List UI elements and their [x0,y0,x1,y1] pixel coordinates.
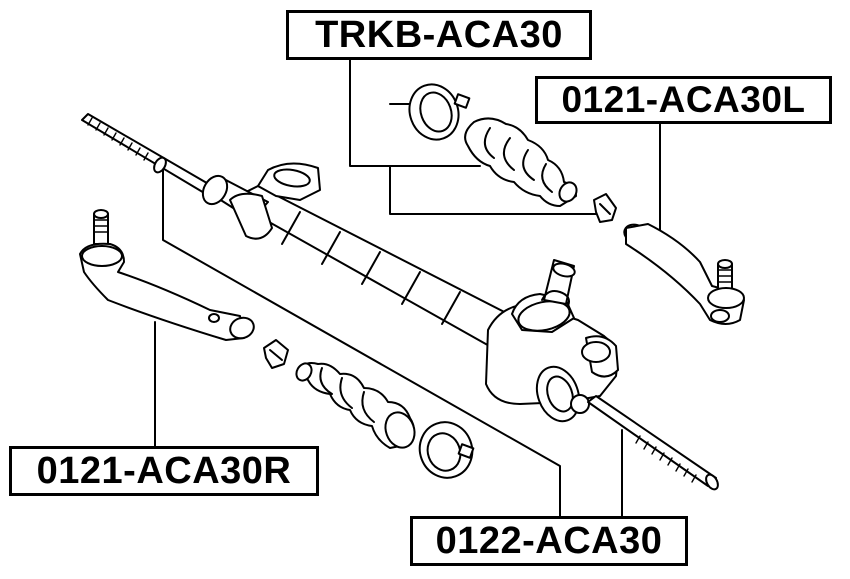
boot-clamp-lower [418,421,475,479]
leader-lines [154,57,661,517]
tie-rod-end-left [623,223,745,325]
label-tie-rod-end-right: 0121-ACA30R [9,446,319,496]
steering-boot-upper [464,117,578,207]
rack-housing [201,162,521,353]
label-inner-tie-rod: 0122-ACA30 [410,516,688,566]
boot-clip-lower [263,339,289,369]
right-inner-tie-rod [587,395,719,491]
leader-inner-tie-rod-left [162,169,561,517]
boot-clip-upper [593,193,617,223]
left-inner-tie-rod [81,113,213,195]
tie-rod-end-right [79,209,255,341]
pinion-housing [485,259,619,423]
label-boot-kit: TRKB-ACA30 [286,10,592,60]
steering-boot-lower [295,362,416,449]
boot-clamp-upper [408,83,471,141]
label-tie-rod-end-left: 0121-ACA30L [535,76,832,124]
